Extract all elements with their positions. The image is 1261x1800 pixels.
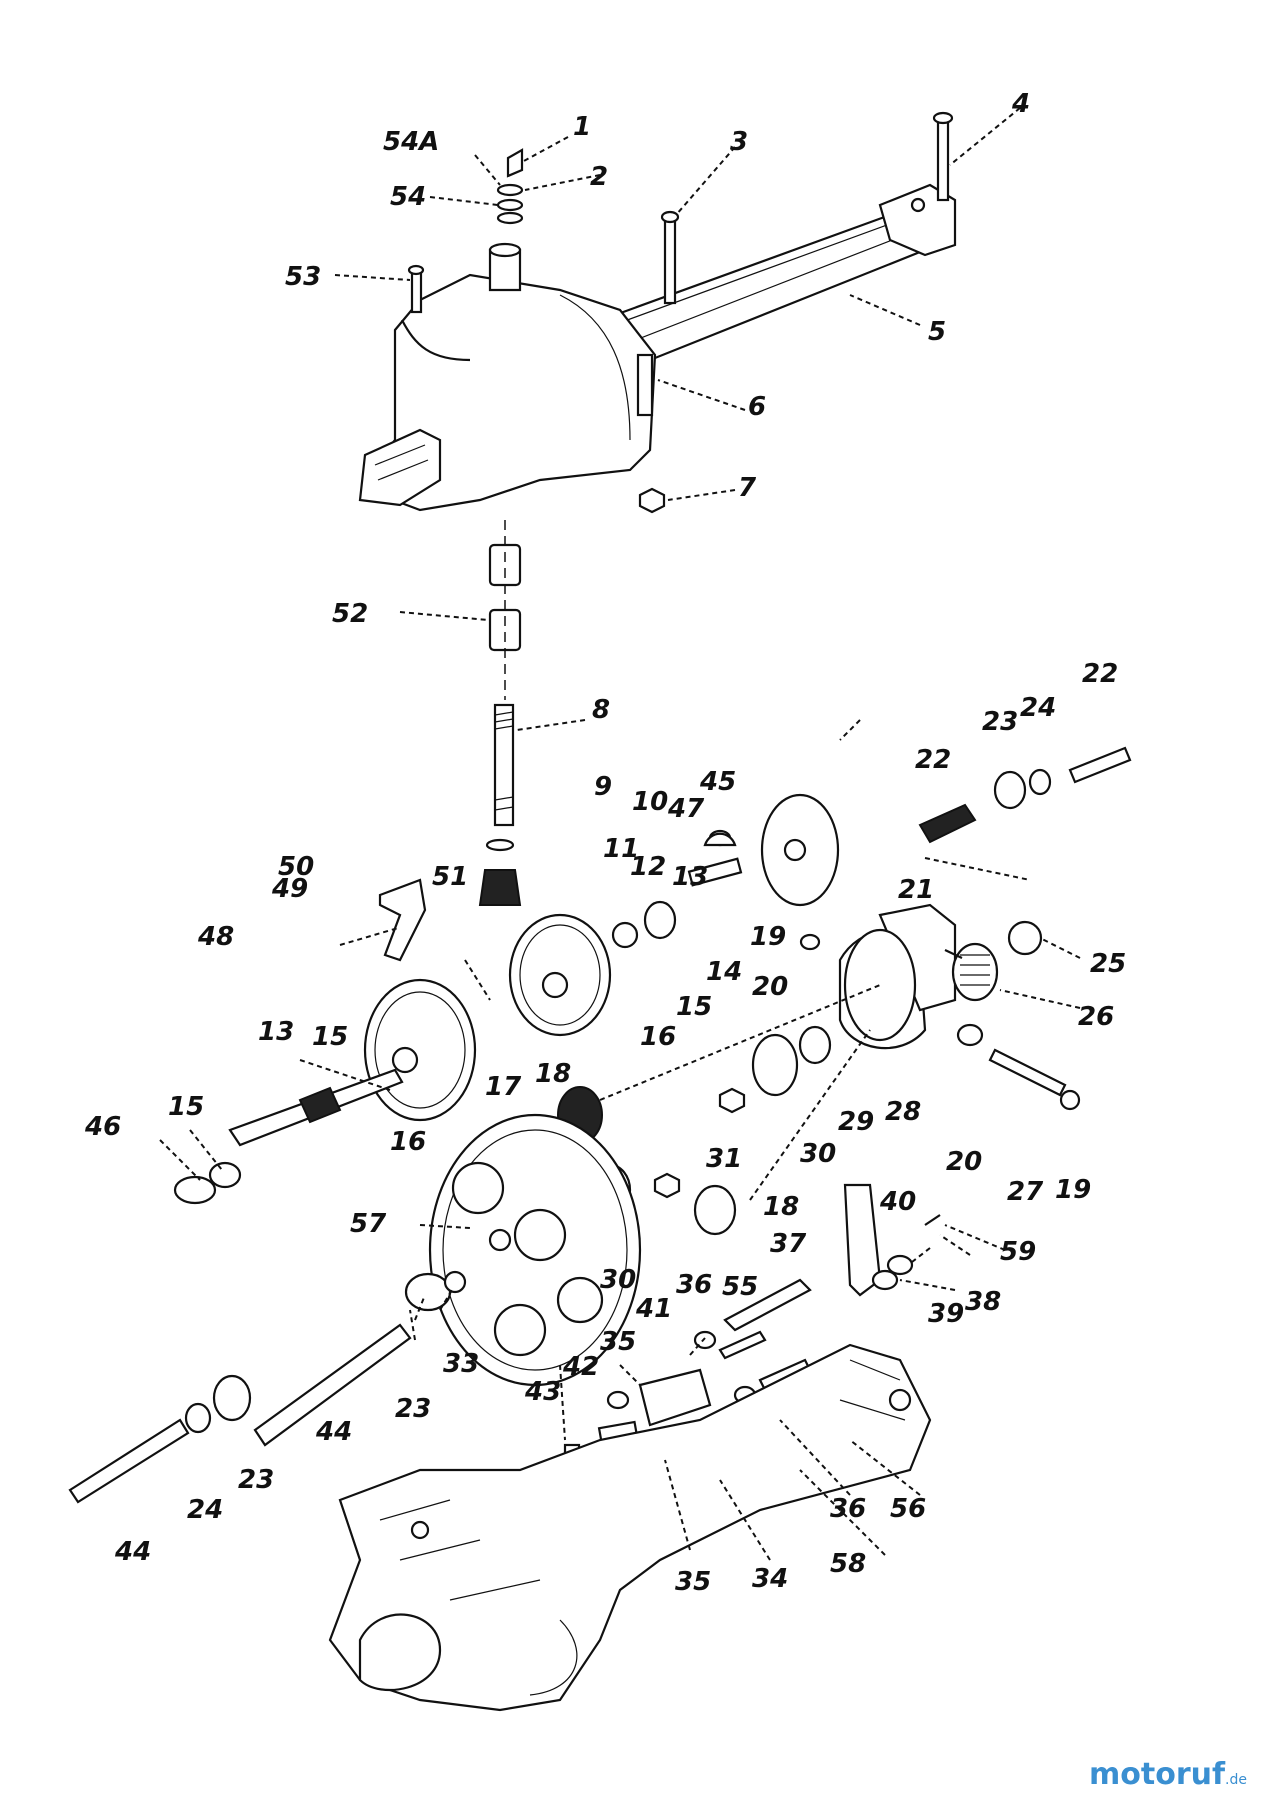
part-label-5: 5 (928, 317, 946, 347)
part-label-56: 56 (890, 1494, 926, 1524)
part-label-10: 10 (632, 787, 668, 817)
part-label-8: 8 (592, 695, 610, 725)
part-label-36-upper: 36 (676, 1270, 712, 1300)
part-label-30-upper: 30 (800, 1139, 836, 1169)
part-label-19-upper: 19 (750, 922, 786, 952)
watermark-suffix: .de (1225, 1772, 1247, 1788)
watermark-brand: motoruf (1089, 1757, 1226, 1792)
part-label-41: 41 (635, 1294, 672, 1324)
part-label-35-lower: 35 (675, 1567, 711, 1597)
part-label-20-lower: 20 (946, 1147, 982, 1177)
part-label-18-upper: 18 (535, 1059, 571, 1089)
input-shaft-8 (478, 703, 522, 906)
part-label-54: 54 (390, 182, 426, 212)
part-label-25: 25 (1090, 949, 1126, 979)
part-label-29: 29 (838, 1107, 874, 1137)
part-labels: 1 2 3 4 5 6 7 8 9 10 11 12 13 13 14 15 1… (84, 89, 1126, 1597)
part-label-34: 34 (752, 1564, 788, 1594)
part-label-33: 33 (443, 1349, 479, 1379)
part-label-43: 43 (524, 1377, 561, 1407)
part-label-51: 51 (432, 862, 468, 892)
part-label-44-left: 44 (114, 1537, 151, 1567)
part-label-2: 2 (590, 162, 608, 192)
part-label-23-center: 23 (395, 1394, 431, 1424)
part-label-26: 26 (1078, 1002, 1114, 1032)
part-label-44-center: 44 (315, 1417, 352, 1447)
part-label-16-right: 16 (640, 1022, 676, 1052)
part-label-57: 57 (350, 1209, 387, 1239)
part-label-45: 45 (699, 767, 736, 797)
part-label-23-upper: 23 (982, 707, 1018, 737)
part-label-12: 12 (630, 852, 666, 882)
part-label-36-lower: 36 (830, 1494, 866, 1524)
part-label-30-lower: 30 (600, 1265, 636, 1295)
part-label-40: 40 (879, 1187, 916, 1217)
small-key-47 (703, 832, 737, 847)
part-label-28: 28 (885, 1097, 921, 1127)
part-label-27: 27 (1007, 1177, 1044, 1207)
brake-housing-right (799, 746, 1132, 1111)
output-shaft-44 (68, 1323, 412, 1504)
part-label-4: 4 (1011, 89, 1030, 119)
part-label-9: 9 (594, 772, 612, 802)
part-label-15-left: 15 (312, 1022, 348, 1052)
part-label-15-right: 15 (676, 992, 712, 1022)
part-label-50: 50 (278, 852, 314, 882)
part-label-1: 1 (573, 112, 591, 142)
part-label-11: 11 (603, 834, 639, 864)
top-hardware (407, 111, 954, 514)
part-label-49: 49 (271, 874, 308, 904)
part-label-47: 47 (667, 794, 705, 824)
part-label-7: 7 (738, 473, 757, 503)
part-label-59: 59 (1000, 1237, 1036, 1267)
part-label-53: 53 (285, 262, 321, 292)
part-label-14: 14 (706, 957, 742, 987)
part-label-24-lower: 24 (187, 1495, 223, 1525)
part-label-31: 31 (706, 1144, 742, 1174)
axle-housing-upper (358, 183, 957, 512)
part-label-55: 55 (722, 1272, 758, 1302)
watermark-logo: motoruf.de (1089, 1757, 1247, 1792)
part-label-16-left: 16 (390, 1127, 426, 1157)
part-label-6: 6 (748, 392, 766, 422)
part-label-22-left: 22 (915, 745, 951, 775)
part-label-20-upper: 20 (752, 972, 788, 1002)
lower-housing (328, 1343, 932, 1712)
part-label-3: 3 (730, 127, 748, 157)
part-label-39: 39 (928, 1299, 964, 1329)
leader-lines (159, 107, 1081, 1561)
part-label-17: 17 (485, 1072, 522, 1102)
part-label-42: 42 (562, 1352, 599, 1382)
part-label-48: 48 (197, 922, 234, 952)
part-label-18-lower: 18 (763, 1192, 799, 1222)
part-label-58: 58 (830, 1549, 866, 1579)
differential-assembly (173, 793, 840, 1205)
part-label-15-far-left: 15 (168, 1092, 204, 1122)
bushings-52 (488, 520, 522, 700)
part-label-54A: 54A (383, 127, 439, 157)
part-label-21: 21 (898, 875, 934, 905)
part-label-19-lower: 19 (1055, 1175, 1091, 1205)
part-label-35-upper: 35 (600, 1327, 636, 1357)
large-gear-57 (404, 1113, 642, 1387)
part-label-23-left: 23 (238, 1465, 274, 1495)
part-label-24-upper: 24 (1020, 693, 1056, 723)
part-label-37: 37 (770, 1229, 807, 1259)
part-label-22-right: 22 (1082, 659, 1118, 689)
part-label-13-left: 13 (258, 1017, 294, 1047)
part-label-52: 52 (332, 599, 368, 629)
part-label-46: 46 (84, 1112, 121, 1142)
part-label-38: 38 (965, 1287, 1001, 1317)
part-label-13-upper: 13 (672, 862, 708, 892)
